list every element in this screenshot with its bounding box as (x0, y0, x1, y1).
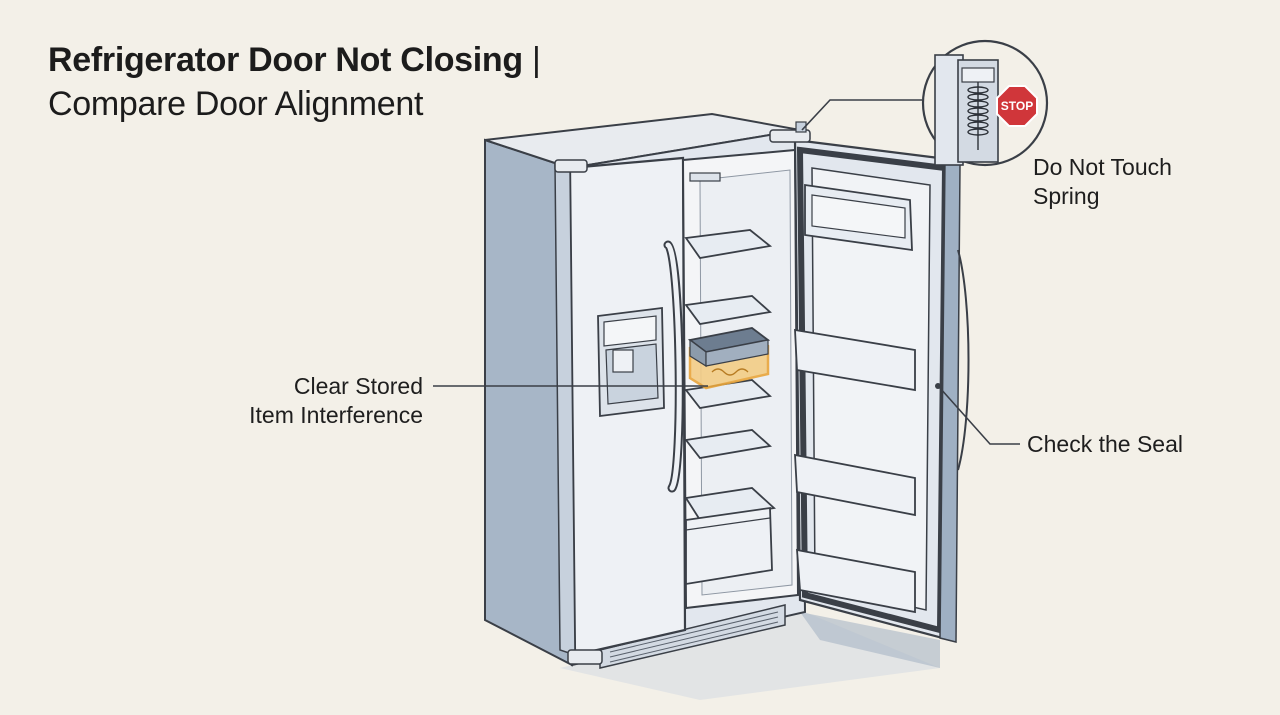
callout-stored-items: Clear Stored Item Interference (249, 372, 423, 430)
top-hinge (769, 129, 811, 143)
dairy-compartment (804, 183, 913, 252)
grille-lines (609, 611, 779, 663)
callout-stored-line1: Clear Stored (293, 373, 423, 399)
callout-spring: Do Not Touch Spring (1033, 153, 1172, 211)
seal-marker (935, 383, 941, 389)
seal-leader-line (939, 387, 1020, 445)
crisper-drawer (685, 506, 773, 586)
spring-coil (967, 82, 989, 150)
stop-sign: STOP (996, 85, 1038, 127)
title-main: Refrigerator Door Not Closing (48, 41, 523, 79)
stored-container (687, 327, 771, 390)
door-handle-back (957, 249, 970, 471)
title-separator: | (522, 41, 541, 79)
callout-seal: Check the Seal (1027, 431, 1183, 457)
hinge-pin (795, 121, 807, 133)
callout-spring-line1: Do Not Touch (1033, 154, 1172, 180)
door-bins (794, 328, 916, 614)
water-dispenser (597, 306, 665, 418)
callout-spring-line2: Spring (1033, 183, 1100, 209)
stop-sign-text: STOP (1001, 99, 1033, 113)
door-shadow (800, 612, 940, 668)
spring-leader-line (801, 99, 922, 131)
shelves (684, 229, 776, 521)
title-subtitle: Compare Door Alignment (48, 85, 424, 123)
page-title: Refrigerator Door Not Closing | Compare … (48, 38, 541, 126)
interior-light (689, 172, 721, 182)
hinge-bottom-left (567, 649, 603, 665)
callout-stored-line2: Item Interference (249, 402, 423, 428)
freezer-handle-inner (665, 242, 682, 491)
hinge-top-left (554, 159, 588, 173)
